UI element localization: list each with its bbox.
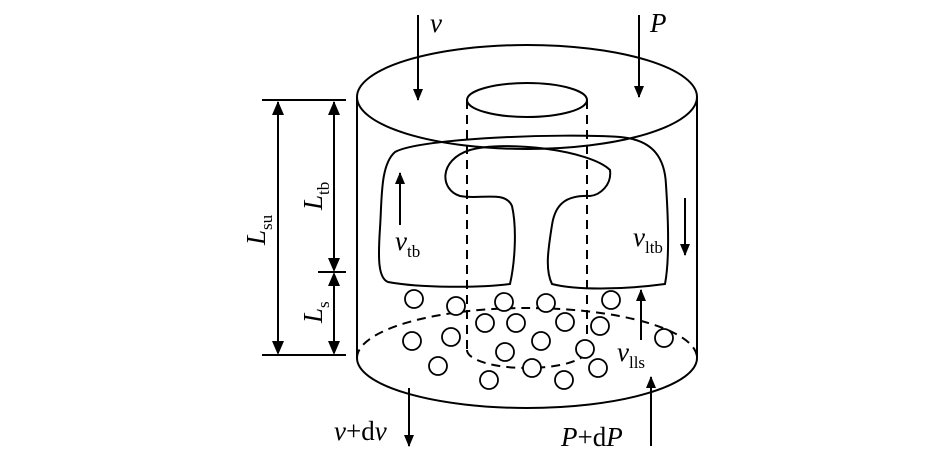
bubble xyxy=(554,370,574,390)
dimension-lines xyxy=(262,99,346,356)
bubble xyxy=(495,342,515,362)
bubble xyxy=(428,356,448,376)
bubble xyxy=(479,370,499,390)
outer-cylinder xyxy=(356,44,698,409)
cylinder-bottom-front-arc xyxy=(356,357,698,409)
bubble xyxy=(555,312,575,332)
v-tb-label: vtb xyxy=(395,226,420,261)
bubble xyxy=(441,327,461,347)
v-top-label: v xyxy=(430,8,442,38)
bubble xyxy=(494,292,514,312)
bubble xyxy=(506,313,526,333)
L-s-label: Ls xyxy=(298,301,333,324)
L-su-label: Lsu xyxy=(241,214,276,246)
bubble xyxy=(522,358,542,378)
bubble xyxy=(590,316,610,336)
bubble xyxy=(536,293,556,313)
p-bottom-label: P+dP xyxy=(560,422,623,449)
flow-arrows xyxy=(395,15,690,447)
bubble xyxy=(446,296,466,316)
cylinder-top-ellipse xyxy=(356,44,698,150)
bubble xyxy=(654,328,674,348)
bubble xyxy=(531,331,551,351)
bubble xyxy=(404,289,424,309)
bubble xyxy=(475,313,495,333)
L-tb-label: Ltb xyxy=(298,182,333,211)
bubble xyxy=(575,339,595,359)
bubble xyxy=(588,358,608,378)
bubble xyxy=(402,331,422,351)
inner-tube-top-ellipse xyxy=(466,82,588,118)
bubble xyxy=(601,290,621,310)
small-bubbles xyxy=(402,289,674,390)
v-ltb-label: vltb xyxy=(633,222,663,257)
p-top-label: P xyxy=(649,8,667,38)
taylor-bubble-outline xyxy=(378,134,670,290)
v-lls-label: vlls xyxy=(617,337,645,372)
v-bottom-label: v+dv xyxy=(334,416,387,446)
cylinder-bottom-back-arc xyxy=(356,307,698,359)
